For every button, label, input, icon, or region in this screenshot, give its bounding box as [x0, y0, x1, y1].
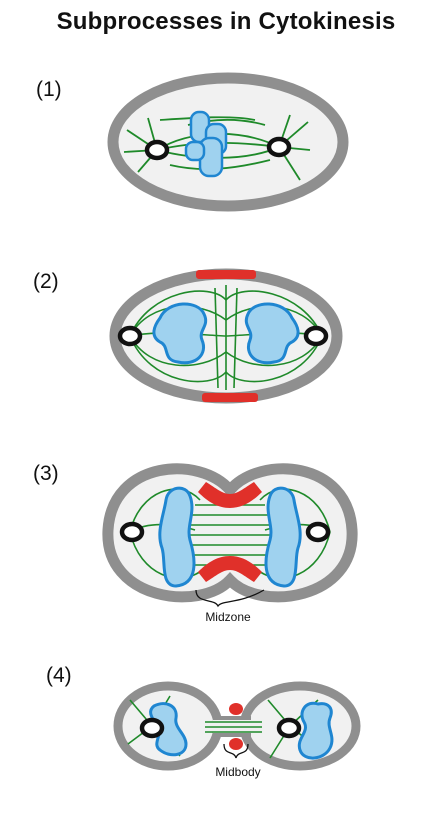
cell-3-midzone-bracket [195, 589, 265, 608]
cell-1-centrosome-right [266, 136, 292, 158]
cell-4-ring-top [229, 703, 243, 715]
cell-2-centrosome-right [303, 325, 329, 347]
cell-3-centrosome-left [119, 521, 145, 543]
cell-4: Midbody [113, 681, 361, 779]
cell-1-membrane [107, 72, 349, 212]
cell-3-ring-bottom [198, 556, 262, 582]
cell-2 [109, 268, 343, 404]
cell-3-centrosome-right [305, 521, 331, 543]
cell-4-centrosome-left [139, 717, 165, 739]
cell-1 [107, 72, 349, 212]
cell-2-centrosome-left [117, 325, 143, 347]
step-1-label: (1) [36, 78, 62, 101]
cell-4-centrosome-right [276, 717, 302, 739]
cell-2-ring-bottom [202, 393, 258, 402]
cell-2-ring-top [196, 270, 256, 279]
cell-1-chromatin [184, 110, 228, 178]
page-title: Subprocesses in Cytokinesis [56, 8, 396, 35]
midbody-label: Midbody [215, 765, 260, 779]
cell-4-chromatin-right [297, 701, 334, 760]
cell-1-centrosome-left [144, 139, 170, 161]
cell-3-chromatin-right [264, 486, 302, 588]
step-3-label: (3) [33, 462, 59, 485]
cell-4-ring-bottom [229, 738, 243, 750]
cell-2-chromatin-right [244, 302, 300, 365]
step-4-label: (4) [46, 664, 72, 687]
cell-3: Midzone [102, 463, 358, 624]
cell-3-ring-top [198, 482, 262, 508]
step-2-label: (2) [33, 270, 59, 293]
cell-3-chromatin-left [158, 486, 196, 588]
cell-2-chromatin-left [152, 302, 208, 365]
midzone-label: Midzone [205, 610, 251, 624]
cell-4-midbody-bracket [223, 743, 249, 759]
